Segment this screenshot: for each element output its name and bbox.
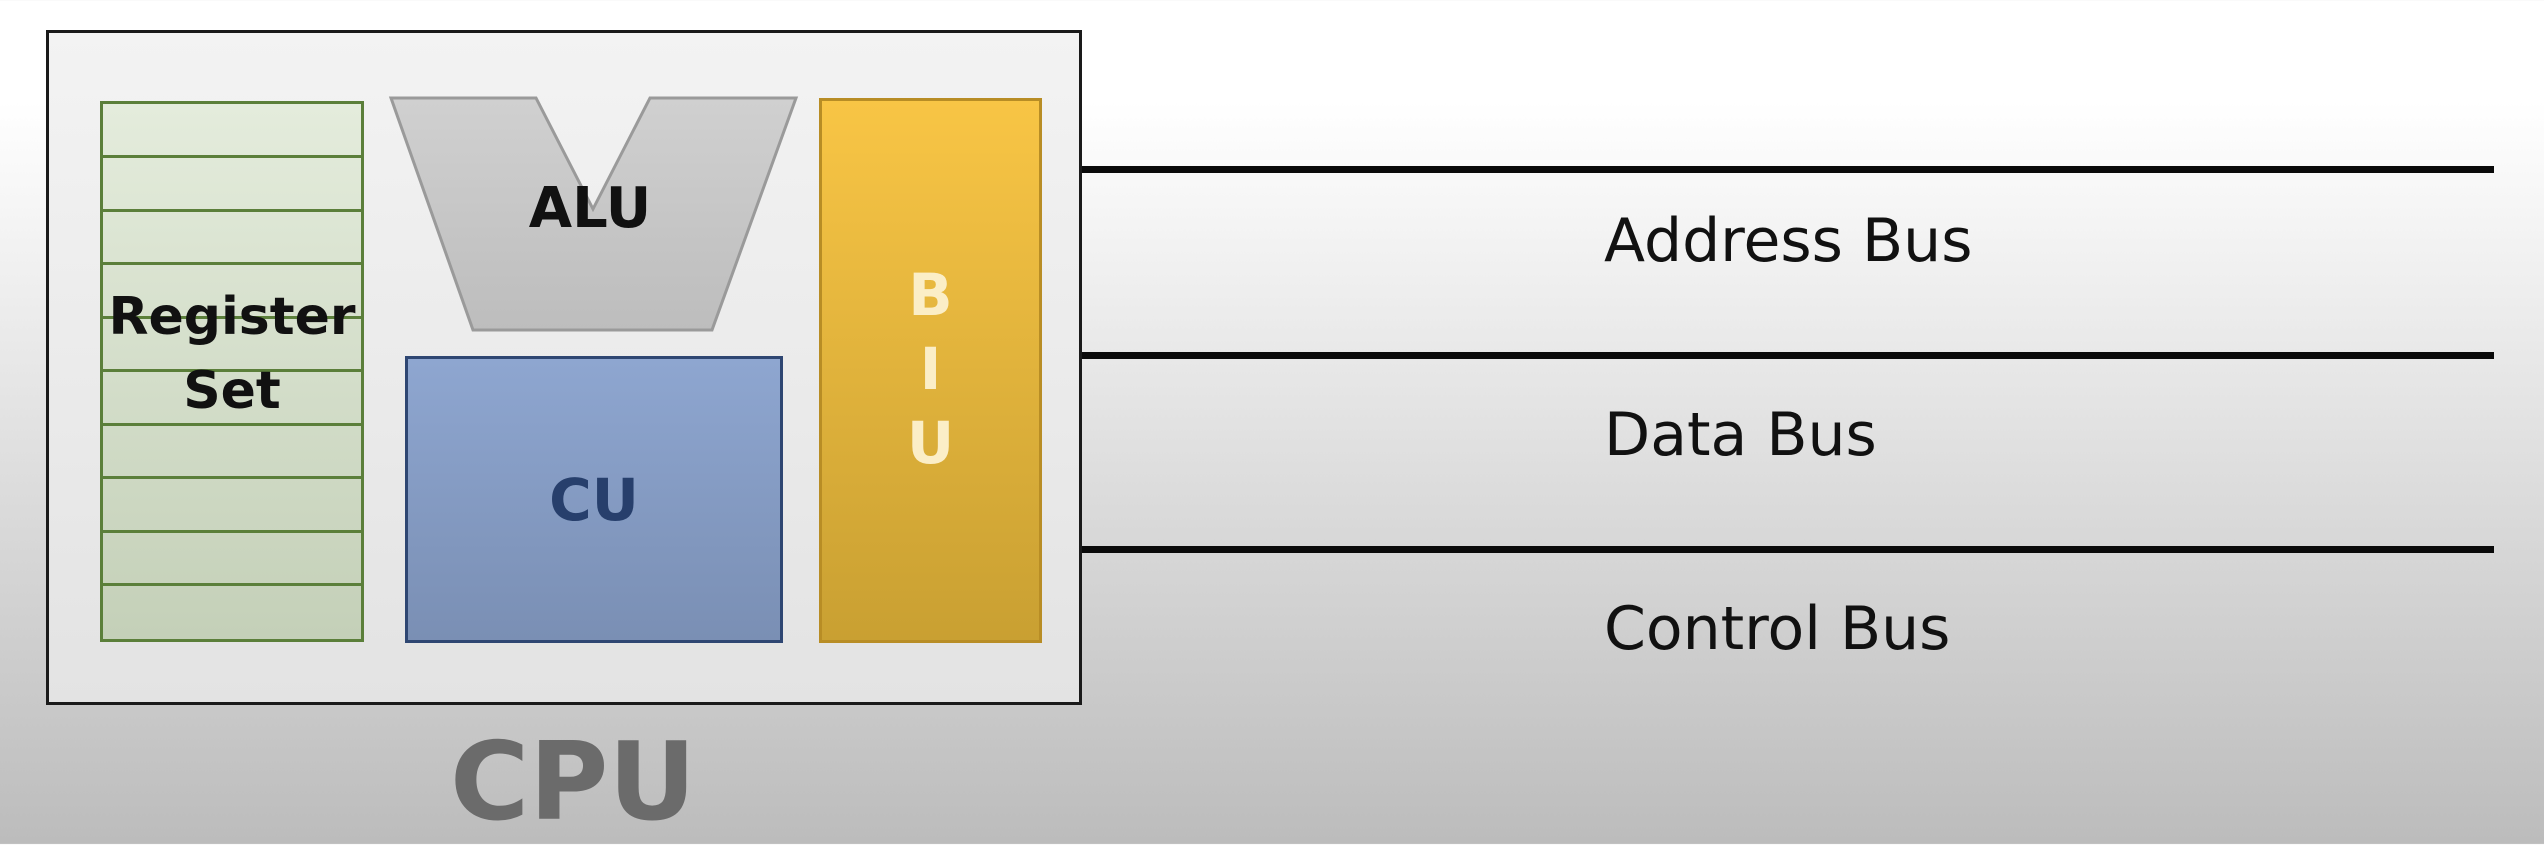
register-divider (103, 583, 361, 586)
biu-letter-b: B (908, 261, 953, 329)
bus-interface-unit: B I U (819, 98, 1042, 643)
cu-label: CU (549, 465, 639, 534)
register-divider (103, 423, 361, 426)
register-divider (103, 316, 361, 319)
address-bus-label: Address Bus (1604, 206, 1973, 276)
register-divider (103, 209, 361, 212)
register-divider (103, 262, 361, 265)
register-set (100, 101, 364, 642)
control-bus-label: Control Bus (1604, 594, 1951, 664)
biu-letter-i: I (919, 335, 942, 403)
register-set-label-line2: Set (183, 361, 281, 421)
biu-letter-u: U (906, 409, 955, 477)
data-bus-line (1082, 352, 2494, 359)
register-divider (103, 369, 361, 372)
alu-label: ALU (528, 176, 652, 241)
register-divider (103, 155, 361, 158)
alu-shape (388, 96, 799, 332)
register-divider (103, 476, 361, 479)
register-set-label: Register Set (100, 280, 364, 428)
control-unit: CU (405, 356, 783, 643)
control-bus-line (1082, 546, 2494, 553)
cpu-title: CPU (450, 720, 697, 845)
register-divider (103, 530, 361, 533)
register-set-label-line1: Register (108, 287, 356, 347)
data-bus-label: Data Bus (1604, 400, 1877, 470)
address-bus-line (1082, 166, 2494, 173)
